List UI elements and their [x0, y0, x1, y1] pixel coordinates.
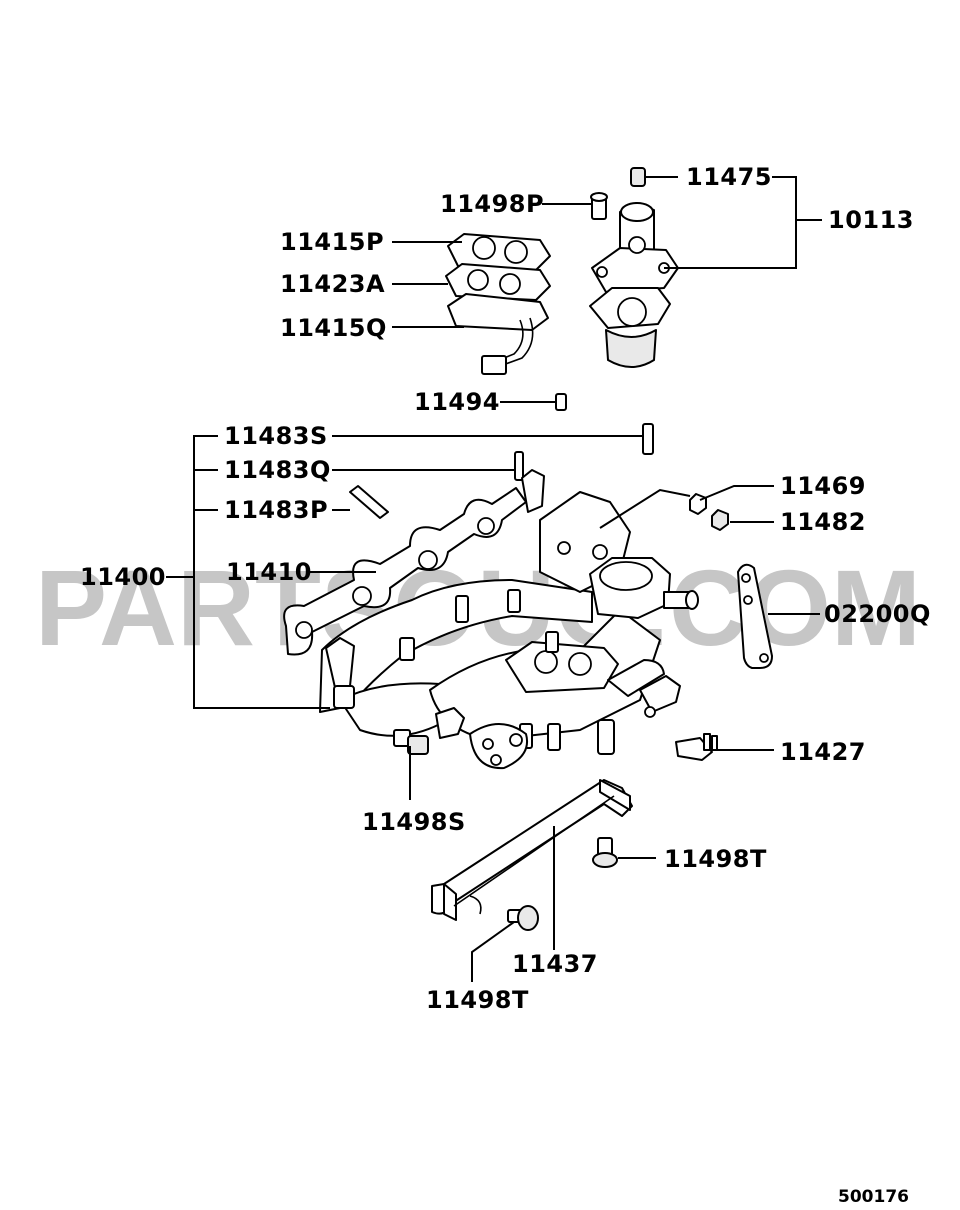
label-11482[interactable]: 11482 — [780, 508, 866, 536]
label-11423A[interactable]: 11423A — [280, 270, 385, 298]
bracket-02200Q[interactable] — [737, 563, 773, 669]
label-10113[interactable]: 10113 — [828, 206, 914, 234]
stud-11483Q[interactable] — [514, 451, 524, 481]
bolt-11498P[interactable] — [590, 192, 608, 220]
leader-lines — [166, 176, 822, 982]
label-11483P[interactable]: 11483P — [224, 496, 328, 524]
label-11498T-right[interactable]: 11498T — [664, 845, 767, 873]
label-11494[interactable]: 11494 — [414, 388, 500, 416]
label-11410[interactable]: 11410 — [226, 558, 312, 586]
part-labels: 11475 11498P 10113 11415P 11423A 11415Q … — [80, 163, 931, 1014]
nut-11469[interactable] — [689, 493, 707, 515]
label-11427[interactable]: 11427 — [780, 738, 866, 766]
label-11498P[interactable]: 11498P — [440, 190, 544, 218]
label-11400[interactable]: 11400 — [80, 563, 166, 591]
bolt-11498T-left[interactable] — [507, 905, 539, 931]
pin-11494[interactable] — [555, 393, 567, 411]
label-11415P[interactable]: 11415P — [280, 228, 384, 256]
label-11483Q[interactable]: 11483Q — [224, 456, 331, 484]
label-11475[interactable]: 11475 — [686, 163, 772, 191]
label-02200Q[interactable]: 02200Q — [824, 600, 931, 628]
label-11498S[interactable]: 11498S — [362, 808, 466, 836]
bracket-11437[interactable] — [431, 779, 633, 921]
label-11483S[interactable]: 11483S — [224, 422, 328, 450]
label-11415Q[interactable]: 11415Q — [280, 314, 387, 342]
throttle-gasket-stack[interactable] — [445, 233, 551, 375]
label-11498T-left[interactable]: 11498T — [426, 986, 529, 1014]
bolt-11498S[interactable] — [393, 729, 429, 755]
sensor-11427[interactable] — [675, 733, 718, 761]
bolt-11498T-right[interactable] — [592, 837, 618, 868]
label-11437[interactable]: 11437 — [512, 950, 598, 978]
diagram-code: 500176 — [838, 1187, 909, 1207]
label-11469[interactable]: 11469 — [780, 472, 866, 500]
stud-11483P[interactable] — [349, 485, 389, 519]
nut-11482[interactable] — [711, 509, 729, 531]
intake-manifold[interactable] — [283, 469, 699, 770]
bolt-11483S[interactable] — [642, 423, 654, 455]
